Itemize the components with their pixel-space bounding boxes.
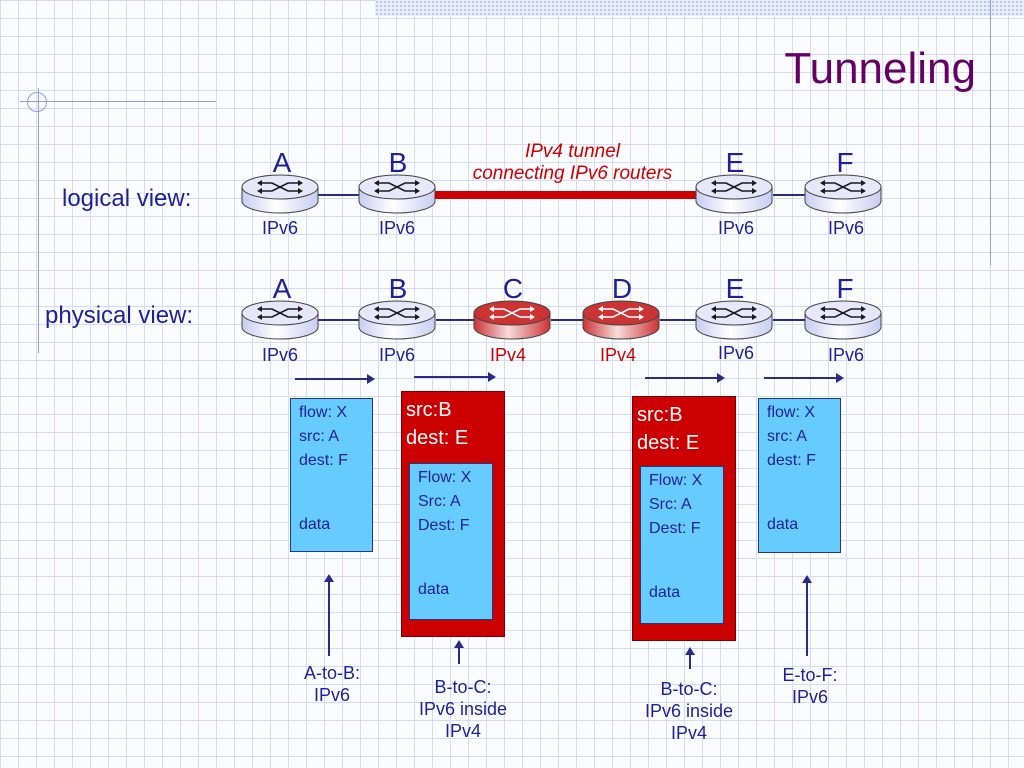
caption-e-to-f: E-to-F: IPv6 bbox=[760, 664, 860, 708]
logical-node-e-letter: E bbox=[725, 147, 745, 178]
physical-node-d-ip: IPv4 bbox=[599, 345, 637, 365]
physical-link-b-c bbox=[436, 319, 474, 321]
packet-dest: Dest: F bbox=[418, 517, 470, 534]
packet-d-to-e-inner: Flow: X Src: A Dest: F data bbox=[640, 466, 724, 624]
decorative-left-line bbox=[38, 88, 39, 353]
logical-node-f-ip: IPv6 bbox=[827, 218, 865, 238]
decorative-circle bbox=[27, 92, 47, 112]
logical-link-e-f bbox=[773, 194, 805, 196]
logical-node-e-ip: IPv6 bbox=[717, 218, 755, 238]
outer-src: src:B bbox=[406, 399, 452, 421]
caption-a-to-b: A-to-B: IPv6 bbox=[282, 662, 382, 706]
ipv4-tunnel-link bbox=[435, 191, 697, 199]
physical-router-e-icon bbox=[694, 298, 774, 342]
packet-dest: dest: F bbox=[767, 452, 816, 469]
outer-dest: dest: E bbox=[406, 427, 469, 449]
packet-data: data bbox=[418, 581, 450, 598]
arrow-right-icon bbox=[764, 373, 844, 383]
packet-b-to-c-inner: Flow: X Src: A Dest: F data bbox=[409, 463, 493, 620]
logical-node-b-ip: IPv6 bbox=[378, 218, 416, 238]
arrow-up-icon bbox=[802, 575, 812, 656]
physical-node-d-letter: D bbox=[611, 273, 633, 304]
slide-title: Tunneling bbox=[784, 44, 976, 93]
outer-dest: dest: E bbox=[637, 432, 700, 454]
physical-link-d-e bbox=[660, 319, 696, 321]
arrow-up-icon bbox=[454, 640, 464, 664]
physical-link-c-d bbox=[551, 319, 583, 321]
arrow-right-icon bbox=[295, 374, 375, 384]
logical-link-a-b bbox=[318, 194, 360, 196]
packet-dest: dest: F bbox=[299, 452, 348, 469]
packet-src: src: A bbox=[767, 428, 808, 445]
physical-node-f-ip: IPv6 bbox=[827, 345, 865, 365]
packet-src: src: A bbox=[299, 428, 340, 445]
packet-data: data bbox=[649, 584, 681, 601]
arrow-right-icon bbox=[414, 372, 496, 382]
logical-router-f-icon bbox=[803, 172, 883, 216]
caption-line: IPv6 bbox=[313, 685, 351, 705]
packet-data: data bbox=[299, 516, 331, 533]
physical-node-c-ip: IPv4 bbox=[489, 345, 527, 365]
caption-line: IPv6 bbox=[791, 687, 829, 707]
packet-flow: Flow: X bbox=[418, 469, 472, 486]
caption-b-to-c: B-to-C: IPv6 inside IPv4 bbox=[396, 676, 530, 742]
packet-e-to-f: flow: X src: A dest: F data bbox=[758, 398, 841, 553]
logical-node-a-ip: IPv6 bbox=[261, 218, 299, 238]
physical-link-e-f bbox=[773, 319, 805, 321]
caption-line: IPv6 inside bbox=[418, 699, 508, 719]
caption-line: A-to-B: bbox=[303, 663, 360, 683]
tunnel-label-line2: connecting IPv6 routers bbox=[472, 163, 673, 184]
outer-src: src:B bbox=[637, 404, 683, 426]
physical-router-c-icon bbox=[472, 298, 552, 342]
physical-router-b-icon bbox=[357, 298, 437, 342]
physical-node-e-ip: IPv6 bbox=[717, 343, 755, 363]
physical-node-a-letter: A bbox=[272, 273, 292, 304]
physical-node-c-letter: C bbox=[502, 273, 524, 304]
packet-flow: flow: X bbox=[767, 404, 816, 421]
logical-router-b-icon bbox=[357, 172, 437, 216]
physical-node-a-ip: IPv6 bbox=[261, 345, 299, 365]
physical-node-b-letter: B bbox=[388, 273, 408, 304]
packet-src: Src: A bbox=[649, 496, 692, 513]
logical-router-e-icon bbox=[694, 172, 774, 216]
physical-link-a-b bbox=[318, 319, 360, 321]
caption-line: IPv6 inside bbox=[644, 701, 734, 721]
logical-router-a-icon bbox=[240, 172, 320, 216]
physical-view-label: physical view: bbox=[45, 302, 194, 329]
packet-data: data bbox=[767, 516, 799, 533]
caption-line: E-to-F: bbox=[782, 665, 838, 685]
header-dot-band bbox=[375, 0, 1024, 16]
physical-node-f-letter: F bbox=[836, 273, 854, 304]
logical-node-f-letter: F bbox=[836, 147, 854, 178]
packet-src: Src: A bbox=[418, 493, 461, 510]
packet-dest: Dest: F bbox=[649, 520, 701, 537]
caption-line: B-to-C: bbox=[660, 679, 718, 699]
packet-a-to-b: flow: X src: A dest: F data bbox=[290, 398, 373, 552]
tunnel-label: IPv4 tunnel connecting IPv6 routers bbox=[440, 141, 705, 185]
physical-node-e-letter: E bbox=[725, 273, 745, 304]
decorative-horizontal-line bbox=[20, 101, 216, 102]
logical-node-b-letter: B bbox=[388, 147, 408, 178]
caption-line: B-to-C: bbox=[434, 677, 492, 697]
tunnel-label-line1: IPv4 tunnel bbox=[524, 141, 621, 162]
caption-d-to-e: B-to-C: IPv6 inside IPv4 bbox=[622, 678, 756, 744]
arrow-up-icon bbox=[324, 574, 334, 656]
arrow-right-icon bbox=[645, 373, 725, 383]
decorative-vertical-line bbox=[990, 0, 991, 265]
arrow-up-icon bbox=[685, 647, 695, 669]
physical-router-a-icon bbox=[240, 298, 320, 342]
physical-router-d-icon bbox=[581, 298, 661, 342]
logical-node-a-letter: A bbox=[272, 147, 292, 178]
logical-view-label: logical view: bbox=[62, 185, 192, 212]
packet-flow: Flow: X bbox=[649, 472, 703, 489]
caption-line: IPv4 bbox=[670, 723, 708, 743]
physical-node-b-ip: IPv6 bbox=[378, 345, 416, 365]
physical-router-f-icon bbox=[803, 298, 883, 342]
packet-flow: flow: X bbox=[299, 404, 348, 421]
caption-line: IPv4 bbox=[444, 721, 482, 741]
